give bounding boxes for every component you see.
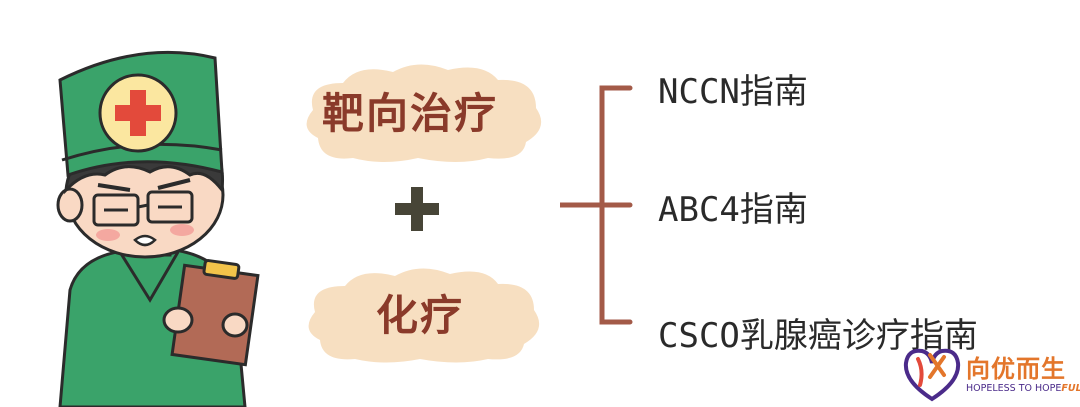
guide-csco: CSCO乳腺癌诊疗指南 [658,316,978,356]
logo-english-text: HOPELESS TO HOPEFUL [966,383,1080,394]
heart-logo-icon [903,348,961,402]
logo-chinese-text: 向优而生 [966,355,1066,383]
treatment-targeted-label: 靶向治疗 [322,89,499,138]
cloud-shape-icon [306,64,542,162]
cartoon-doctor-with-clipboard-icon [56,50,260,407]
guide-nccn: NCCN指南 [658,72,808,112]
logo-english-prefix: HOPELESS TO HOPE [966,383,1062,394]
logo-english-suffix: FUL [1061,383,1080,394]
plus-icon [395,187,439,231]
guide-abc4: ABC4指南 [658,190,808,230]
brand-logo: 向优而生 HOPELESS TO HOPEFUL [900,345,1080,403]
bracket-icon [560,85,633,325]
cloud-shape-icon [308,268,540,363]
treatment-chemo-label: 化疗 [376,291,465,340]
